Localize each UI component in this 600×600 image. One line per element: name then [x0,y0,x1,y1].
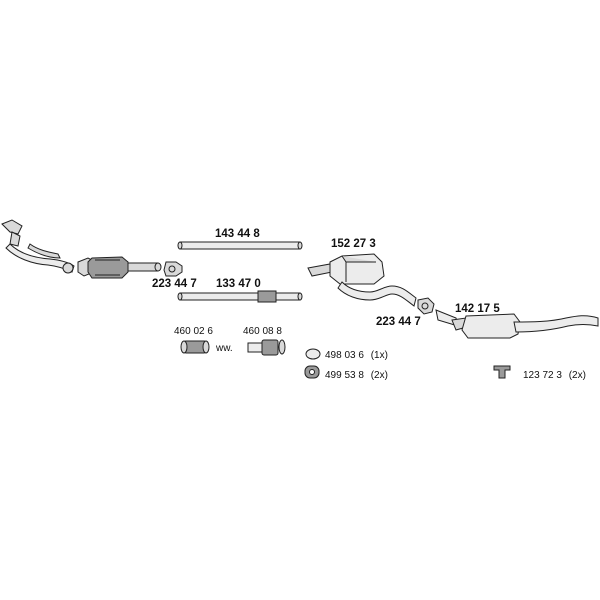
clamp-front [163,261,183,277]
rubber-mount-qty: (2x) [371,370,388,381]
front-pipe-label: 143 44 8 [215,228,260,240]
rubber-mount-icon [304,365,320,379]
rear-silencer [435,309,599,339]
front-pipe [177,241,303,250]
rear-mount-label: 123 72 3 [523,370,562,381]
hanger-ring-text: 498 03 6 (1x) [325,350,388,361]
alternative-separator: ww. [215,343,233,354]
middle-silencer [307,253,417,307]
flex-connector-a-label: 460 02 6 [174,326,213,337]
rear-silencer-label: 142 17 5 [455,303,500,315]
rear-pipe-label: 133 47 0 [216,278,261,290]
clamp-front-label: 223 44 7 [152,278,197,290]
rubber-mount-label: 499 53 8 [325,370,364,381]
clamp-rear-label: 223 44 7 [376,316,421,328]
clamp-rear [417,297,435,315]
flex-connector-b-label: 460 08 8 [243,326,282,337]
rubber-mount-text: 499 53 8 (2x) [325,370,388,381]
hanger-ring-qty: (1x) [371,350,388,361]
rear-mount-icon [493,365,511,379]
hanger-ring-label: 498 03 6 [325,350,364,361]
flex-connector-a [180,340,210,354]
rear-mount-qty: (2x) [569,370,586,381]
flex-connector-b [247,339,286,356]
rear-mount-text: 123 72 3 (2x) [523,370,586,381]
front-downpipe [1,219,75,274]
hanger-ring-icon [305,348,321,360]
middle-silencer-label: 152 27 3 [331,238,376,250]
rear-pipe [177,290,303,303]
catalytic-converter [77,256,162,279]
